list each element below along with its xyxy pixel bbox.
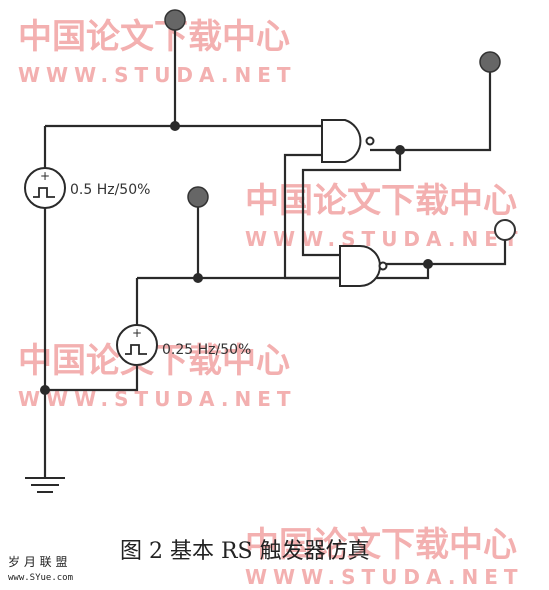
clock-source-2: + 0.25 Hz/50% [116,324,251,366]
watermark-en-2: WWW.STUDA.NET [245,227,524,251]
watermark-en-4: WWW.STUDA.NET [245,565,524,585]
nand-bubble [378,261,388,271]
watermark-en-1: WWW.STUDA.NET [18,63,297,87]
watermark-cn-4: 中国论文下载中心 [245,525,517,565]
watermark-cn-1: 中国论文下载中心 [18,17,290,57]
junction-dot [40,385,50,395]
square-wave-icon [33,187,55,198]
junctions [40,121,433,395]
junction-dot [170,121,180,131]
nand-gate-body [321,119,362,163]
figure-caption: 图 2 基本 RS 触发器仿真 [120,539,370,564]
corner-logo-url: www.SYue.com [8,573,73,583]
junction-dot [193,273,203,283]
clock-source-1: + 0.5 Hz/50% [24,167,150,209]
wire-q-feedback [301,150,402,257]
probe-lamp-3 [187,186,209,208]
source2-label: 0.25 Hz/50% [162,342,251,358]
source-plus: + [132,326,142,340]
junction-dot [395,145,405,155]
watermark-middle-right: 中国论文下载中心 WWW.STUDA.NET [245,181,524,251]
wire-gate1-output [370,70,492,152]
nand-gate-2 [280,245,388,287]
nand-gate-1 [321,119,375,163]
junction-dot [423,259,433,269]
wire-source2-bottom [45,366,139,392]
source1-label: 0.5 Hz/50% [70,182,150,198]
nand-bubble [365,136,375,146]
wires [43,28,507,478]
square-wave-icon [125,344,147,355]
watermark-bottom-left: 中国论文下载中心 WWW.STUDA.NET [18,341,291,411]
wire-probe2-out [428,240,507,266]
probe-lamp-1 [164,9,186,31]
watermark-cn-2: 中国论文下载中心 [245,181,517,221]
probes [164,9,516,241]
probe-lamp-2 [479,51,501,73]
nand-gate-body [339,245,381,287]
probe-lamp-off [494,219,516,241]
corner-logo: 岁 月 联 盟 www.SYue.com [8,554,73,583]
corner-logo-cn: 岁 月 联 盟 [8,554,67,569]
ground-icon [25,477,65,493]
source-plus: + [40,169,50,183]
watermark-top-left: 中国论文下载中心 WWW.STUDA.NET [18,17,297,87]
